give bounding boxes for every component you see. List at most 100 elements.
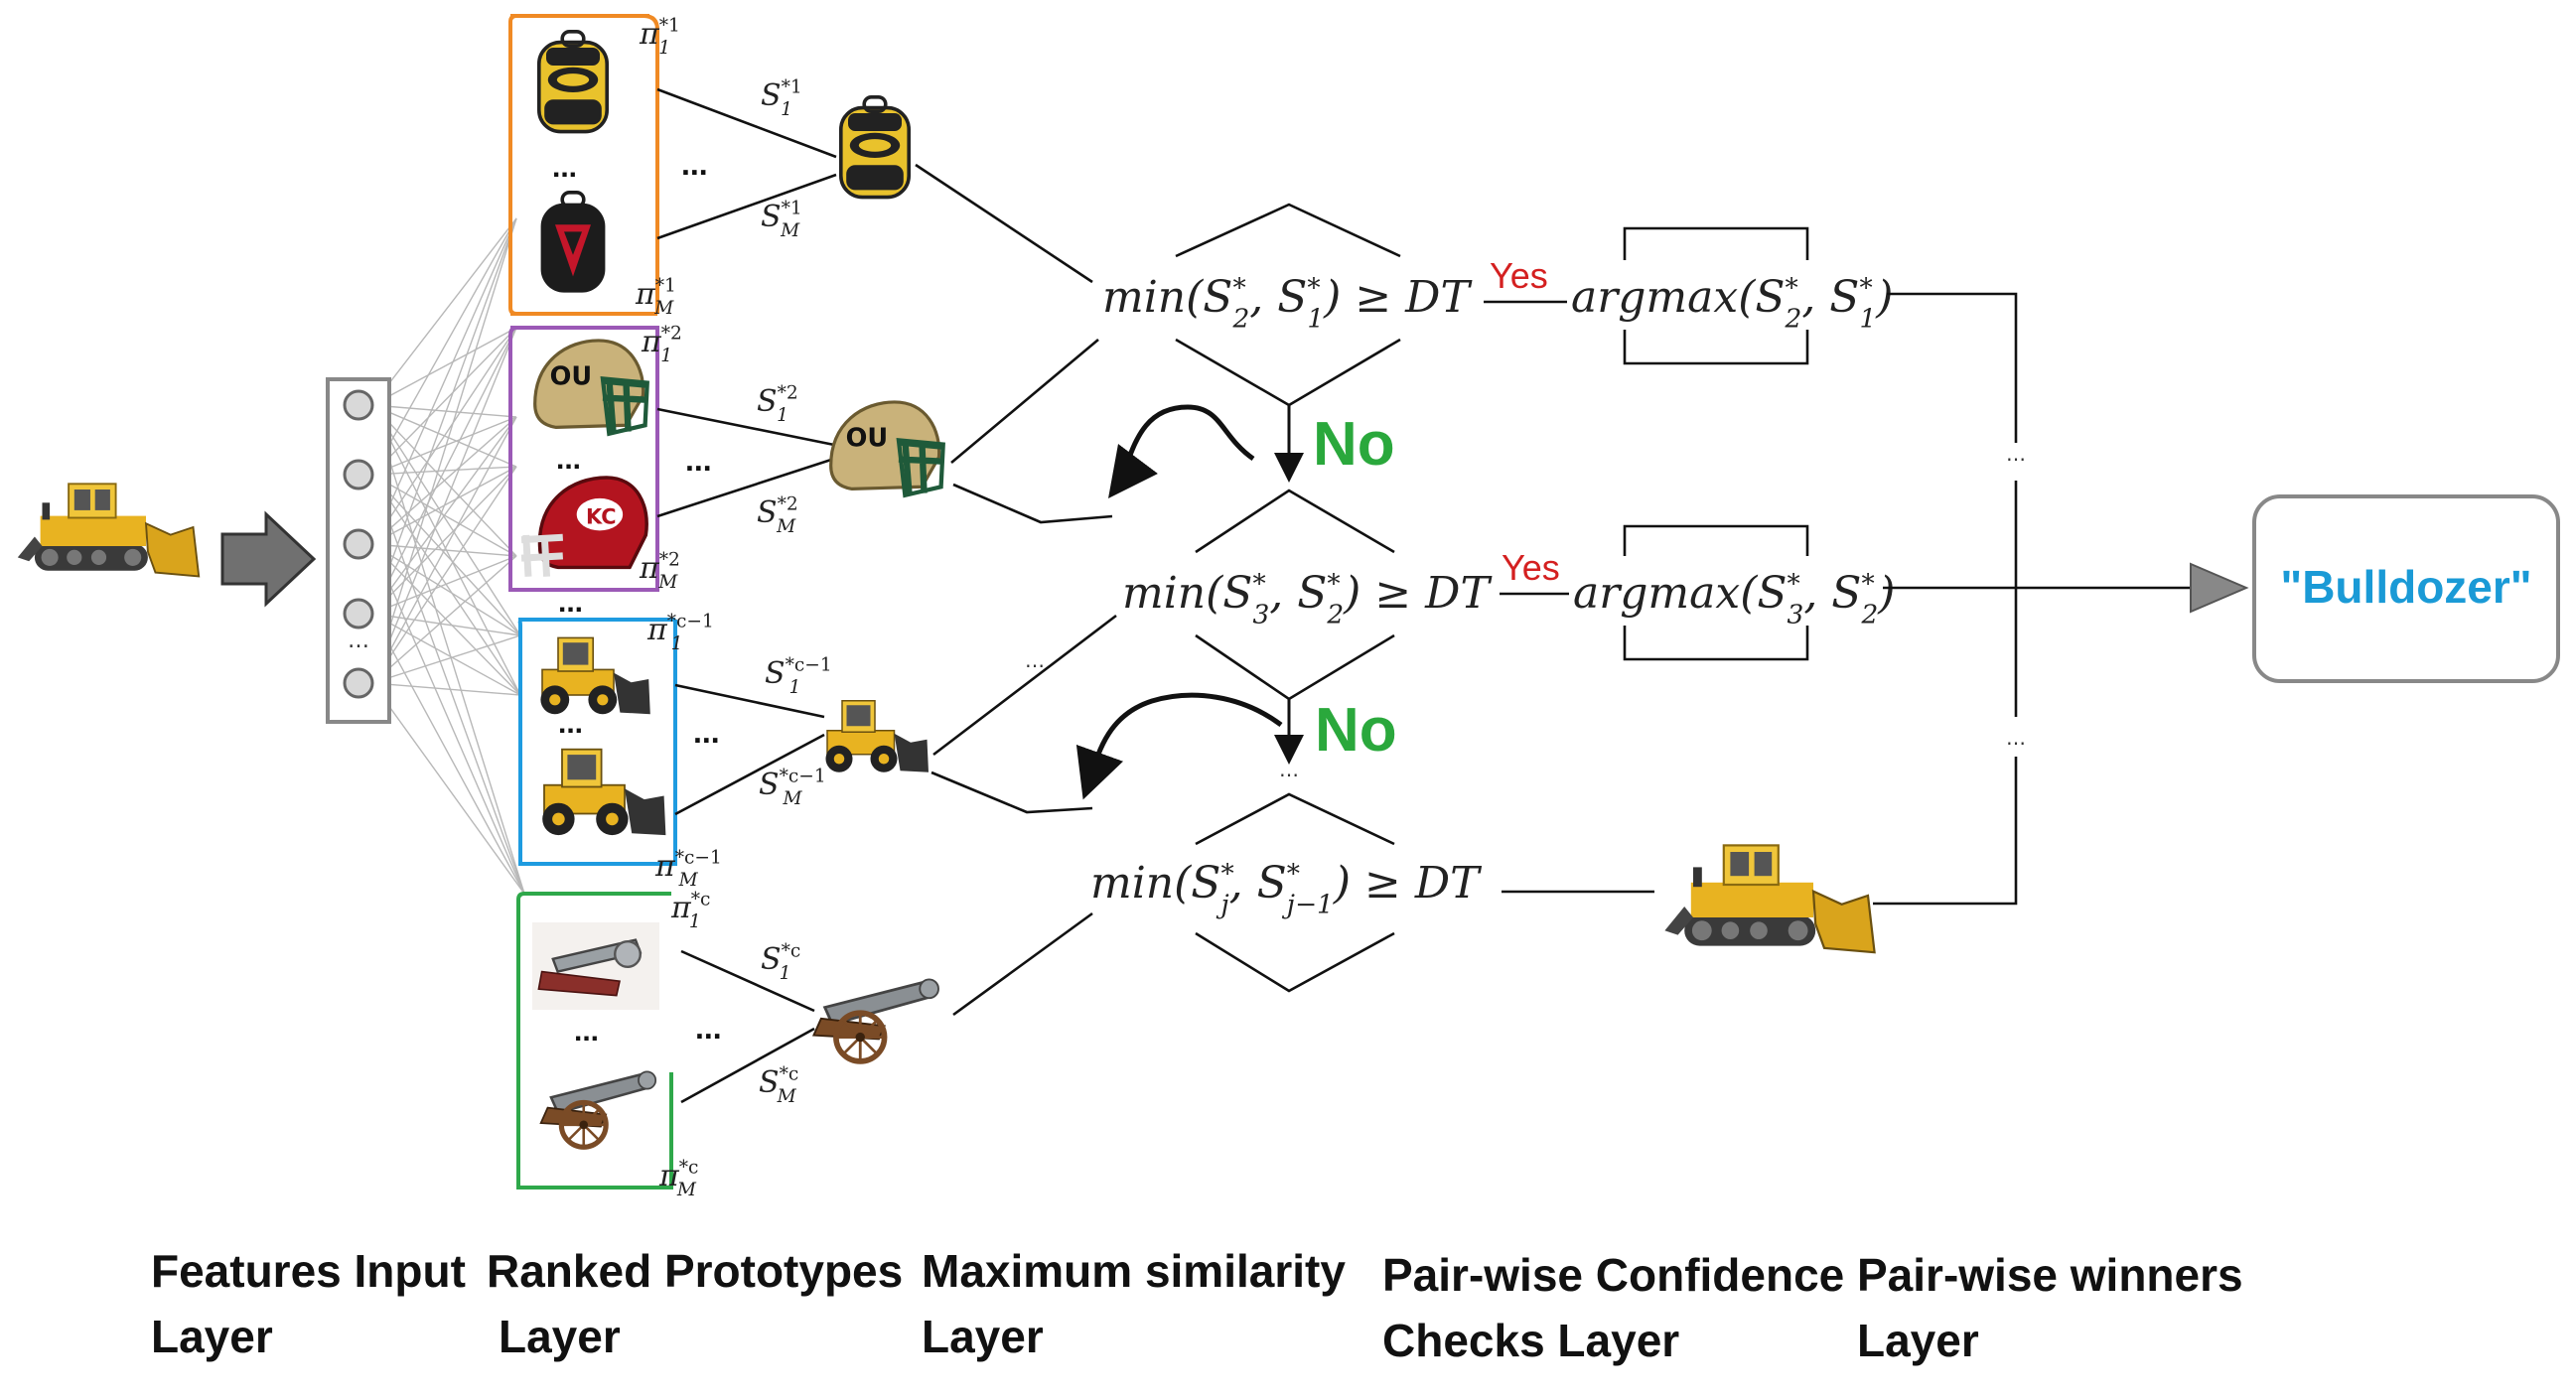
helmet-icon: [521, 478, 646, 577]
svg-text:No: No: [1315, 696, 1397, 765]
proto-ellipsis: ...: [558, 586, 583, 619]
no-arrow-2: No …: [1075, 692, 1397, 800]
layer-label-winners-2: Layer: [1857, 1315, 1979, 1366]
layer-label-maxsim-1: Maximum similarity: [922, 1245, 1346, 1297]
winner-1: argmax(S*2, S*1): [1571, 226, 1893, 365]
svg-text:argmax(S*3, S*2): argmax(S*3, S*2): [1573, 568, 1895, 630]
class-box-bulldozer: ...: [517, 618, 677, 866]
layer-label-checks-2: Checks Layer: [1382, 1315, 1679, 1366]
input-edge: [371, 327, 517, 615]
check-2: min(S*3, S*2) ≥ DT: [1122, 568, 1493, 630]
input-edge: [371, 327, 517, 476]
input-edge: [371, 682, 525, 895]
class-box-backpack: ...: [508, 14, 659, 316]
input-edge: [371, 327, 517, 406]
proto-ellipsis: ...: [556, 443, 581, 476]
input-edge: [371, 543, 525, 895]
backpack-icon: [841, 97, 909, 198]
features-input-layer: …: [326, 217, 525, 895]
input-edge: [371, 217, 517, 545]
svg-text:min(S*3, S*2) ≥ DT: min(S*3, S*2) ≥ DT: [1122, 568, 1493, 630]
proto-ellipsis: ...: [552, 151, 577, 184]
input-edge: [371, 416, 517, 684]
bulldozer-icon: [1663, 844, 1876, 954]
input-edge: [371, 466, 517, 615]
input-edge: [371, 416, 517, 476]
feature-node: [343, 528, 374, 560]
input-edge: [371, 682, 521, 696]
input-edge: [371, 217, 517, 476]
svg-text:…: …: [1279, 758, 1299, 781]
feature-node: [343, 389, 374, 421]
proto-ellipsis: ...: [574, 1015, 599, 1048]
input-edge: [371, 404, 517, 418]
input-edge: [371, 466, 517, 684]
class-box-cannon: ...: [516, 892, 673, 1190]
bulldozer-icon: [539, 636, 651, 716]
input-edge: [371, 543, 521, 696]
proto-ellipsis: ...: [558, 707, 583, 740]
helmet-icon: [535, 341, 647, 434]
input-edges: [371, 217, 525, 895]
input-edge: [371, 555, 517, 684]
input-edge: [371, 474, 521, 636]
input-edge: [371, 217, 517, 615]
input-edge: [371, 416, 517, 545]
layer-label-checks-1: Pair-wise Confidence: [1382, 1249, 1844, 1301]
yes-label-2: Yes: [1502, 547, 1560, 588]
svg-text:argmax(S*2, S*1): argmax(S*2, S*1): [1571, 272, 1893, 334]
collector-ellipsis: …: [2006, 442, 2026, 466]
layer-label-features-2: Layer: [151, 1311, 273, 1362]
prototype-connections: [656, 87, 837, 1104]
maxsim-to-check-lines: [915, 163, 1117, 1017]
bulldozer-icon: [541, 748, 667, 837]
input-edge: [371, 613, 521, 696]
link-ellipsis: …: [1025, 648, 1045, 672]
class-box-helmet: ...: [508, 326, 659, 592]
check-3: min(S*j, S*j−1) ≥ DT: [1090, 858, 1483, 919]
layer-label-winners-1: Pair-wise winners: [1857, 1249, 2243, 1301]
conn-ellipsis: ...: [685, 442, 712, 478]
feature-node: [343, 459, 374, 490]
svg-text:min(S*2, S*1) ≥ DT: min(S*2, S*1) ≥ DT: [1102, 272, 1473, 334]
layer-label-features-1: Features Input: [151, 1245, 466, 1297]
no-arrow-1: No: [1108, 404, 1395, 499]
input-edge: [371, 404, 521, 636]
layer-label-ranked-2: Layer: [499, 1311, 621, 1362]
output-box: "Bulldozer": [2252, 494, 2560, 683]
bulldozer-icon: [824, 699, 930, 773]
cannon-icon: [532, 920, 659, 1012]
cannon-icon: [813, 979, 938, 1061]
input-edge: [371, 416, 517, 615]
output-label: "Bulldozer": [2280, 561, 2531, 613]
svg-text:min(S*j, S*j−1) ≥ DT: min(S*j, S*j−1) ≥ DT: [1090, 858, 1483, 919]
input-edge: [371, 634, 521, 684]
input-edge: [371, 217, 517, 684]
check-1: min(S*2, S*1) ≥ DT: [1102, 272, 1473, 334]
input-edge: [371, 217, 517, 406]
input-bulldozer-icon: [16, 483, 201, 578]
conn-ellipsis: ...: [693, 714, 720, 750]
svg-text:No: No: [1313, 410, 1395, 479]
input-edge: [371, 327, 517, 684]
input-edge: [371, 474, 521, 696]
yes-label-1: Yes: [1490, 255, 1548, 296]
collector-lines: [1873, 292, 2195, 906]
feature-ellipsis: …: [348, 629, 369, 653]
input-arrow: [220, 510, 317, 608]
